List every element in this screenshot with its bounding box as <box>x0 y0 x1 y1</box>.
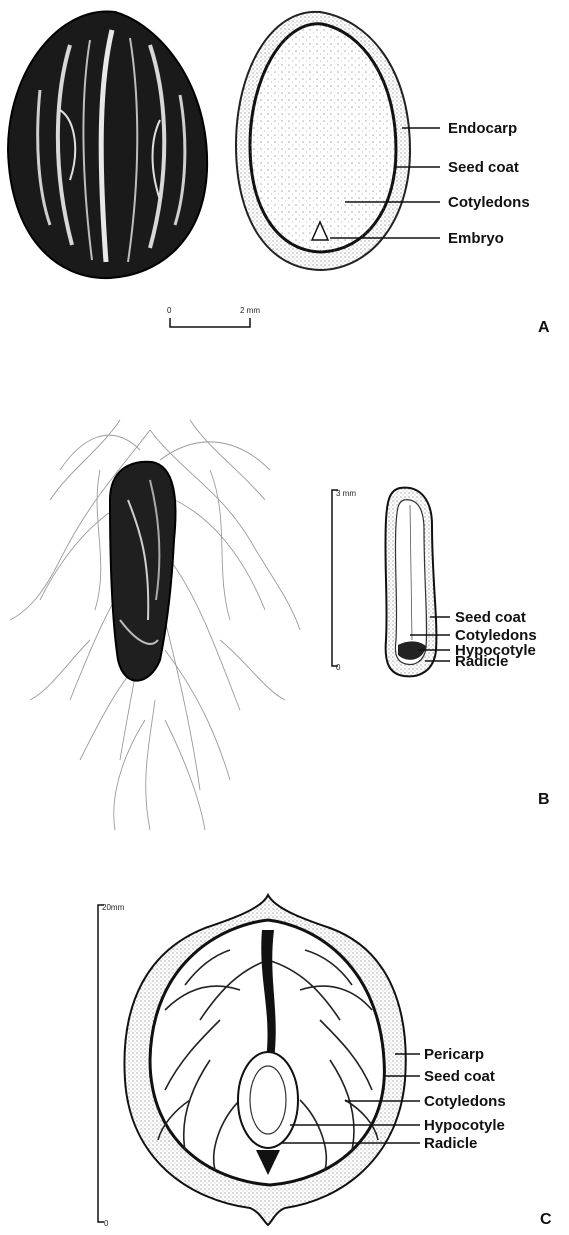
scale-bar-b <box>332 490 338 666</box>
scale-bottom-c: 0 <box>104 1219 109 1228</box>
scale-bar-c <box>98 905 104 1222</box>
panel-a: Endocarp Seed coat Cotyledons Embryo 0 2… <box>8 11 550 336</box>
label-seed-coat-b: Seed coat <box>455 609 526 626</box>
scale-start-a: 0 <box>167 306 172 315</box>
label-cotyledons-a: Cotyledons <box>448 194 530 211</box>
scale-top-c: 20mm <box>102 903 125 912</box>
label-seed-coat-c: Seed coat <box>424 1068 495 1085</box>
label-embryo: Embryo <box>448 230 504 247</box>
panel-b: 3 mm 0 Seed coat Cotyledons Hypocotyle R… <box>10 420 550 830</box>
germinating-seed-drawing <box>10 420 300 830</box>
seed-section-drawing <box>236 12 410 270</box>
seed-longitudinal-section <box>385 488 436 677</box>
scale-end-a: 2 mm <box>240 306 260 315</box>
panel-c: 20mm 0 <box>98 895 552 1228</box>
scale-top-b: 3 mm <box>336 489 356 498</box>
label-cotyledons-c: Cotyledons <box>424 1093 506 1110</box>
fruit-cross-section <box>124 895 405 1225</box>
panel-letter-a: A <box>538 319 550 336</box>
label-pericarp: Pericarp <box>424 1046 484 1063</box>
panel-letter-c: C <box>540 1211 552 1228</box>
label-radicle-c: Radicle <box>424 1135 477 1152</box>
label-endocarp: Endocarp <box>448 120 517 137</box>
scale-bar-a <box>170 318 250 327</box>
label-hypocotyle-c: Hypocotyle <box>424 1117 505 1134</box>
scale-bottom-b: 0 <box>336 663 341 672</box>
seed-exterior-drawing <box>8 11 207 278</box>
label-seed-coat-a: Seed coat <box>448 159 519 176</box>
panel-letter-b: B <box>538 791 550 808</box>
label-radicle-b: Radicle <box>455 653 508 670</box>
